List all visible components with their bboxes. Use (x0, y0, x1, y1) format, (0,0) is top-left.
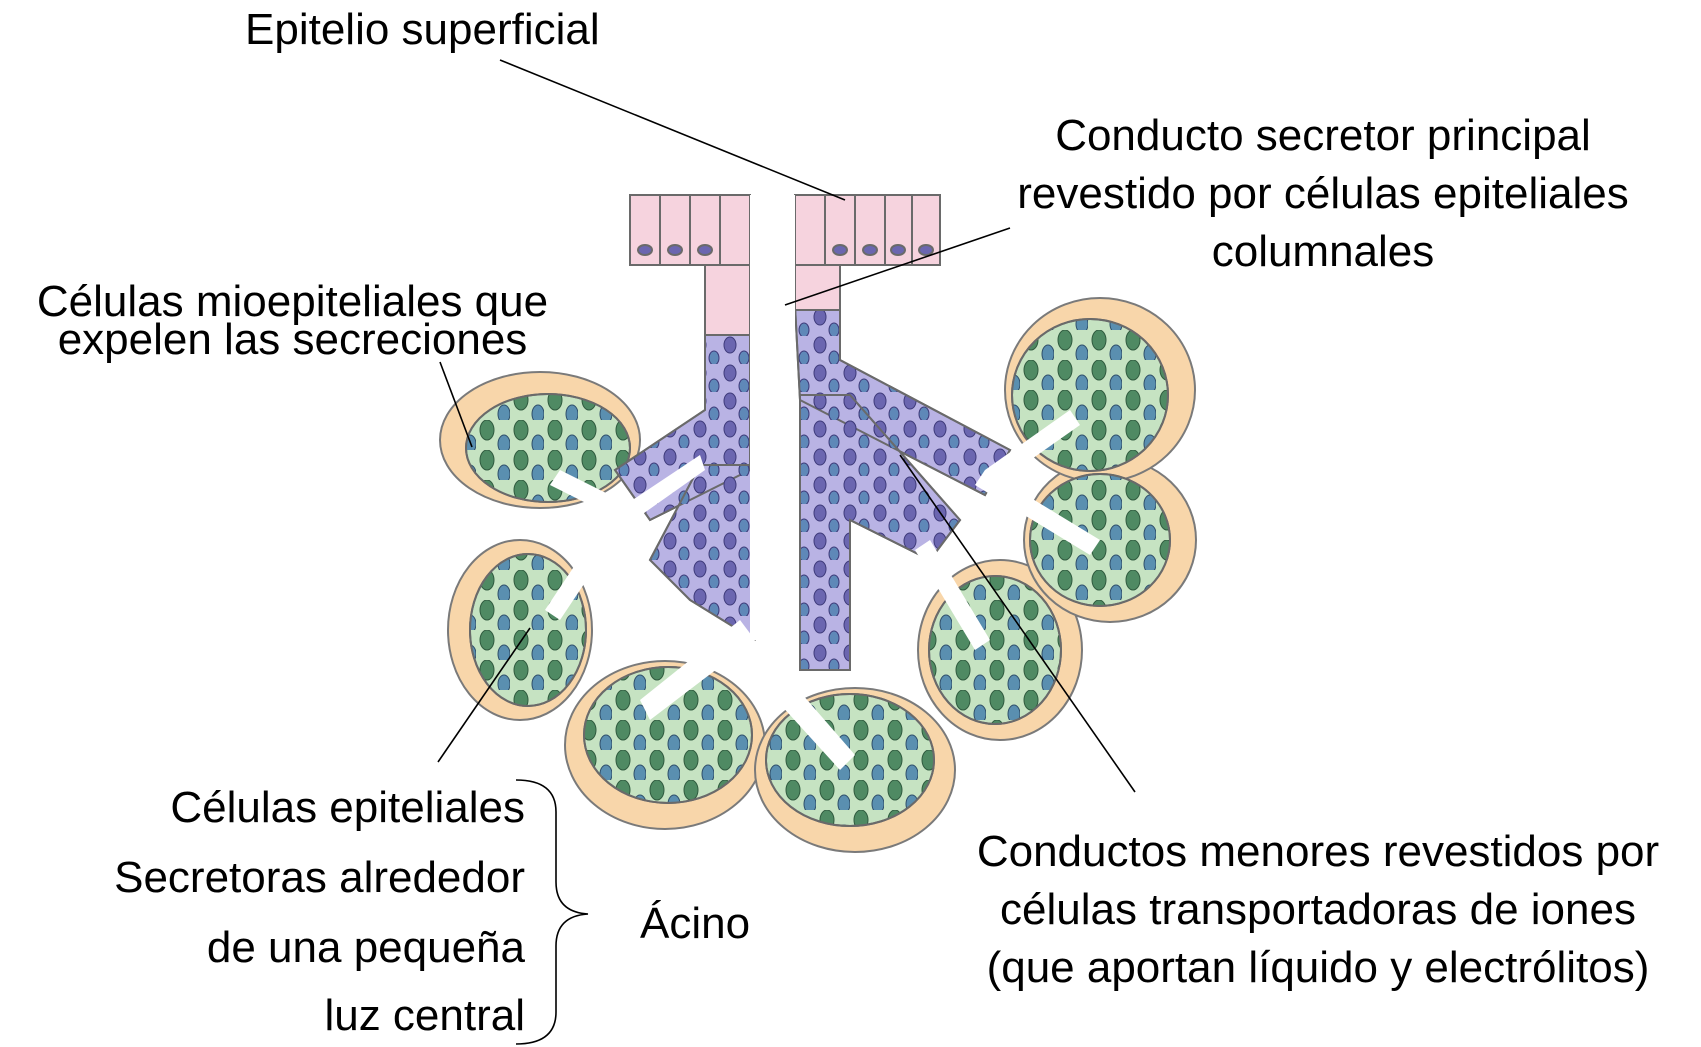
label-mioepiteliales-line2: expelen las secreciones (57, 315, 528, 364)
leader-conducto-principal (784, 227, 1011, 306)
label-conductos-menores-line1: Conductos menores revestidos por (976, 827, 1660, 876)
label-secretoras-line4: luz central (324, 991, 525, 1040)
surface-epithelium (629, 194, 941, 336)
label-secretoras-line1: Células epiteliales (170, 783, 525, 832)
label-epitelio-superficial: Epitelio superficial (245, 5, 600, 54)
leader-secretoras (437, 627, 531, 763)
label-acino: Ácino (640, 899, 751, 948)
label-secretoras-line2: Secretoras alrededor (114, 853, 525, 902)
leader-conductos-menores (899, 454, 1136, 793)
label-conducto-principal-line2: revestido por células epiteliales (1017, 169, 1629, 218)
leader-lines (437, 59, 1136, 1045)
label-secretoras-line3: de una pequeña (206, 923, 525, 972)
label-conducto-principal-line3: columnales (1211, 227, 1435, 276)
duct-lumen (545, 195, 1100, 770)
leader-epitelio (499, 59, 846, 201)
small-ducts (613, 304, 1012, 671)
leader-mioepiteliales (439, 361, 473, 448)
label-mioepiteliales-line1: Células mioepiteliales que (36, 277, 549, 326)
acino-brace (515, 779, 589, 1045)
label-conductos-menores-line2: células transportadoras de iones (1000, 885, 1636, 934)
label-conducto-principal-line1: Conducto secretor principal (1055, 111, 1591, 160)
label-conductos-menores-line3: (que aportan líquido y electrólitos) (986, 943, 1650, 992)
